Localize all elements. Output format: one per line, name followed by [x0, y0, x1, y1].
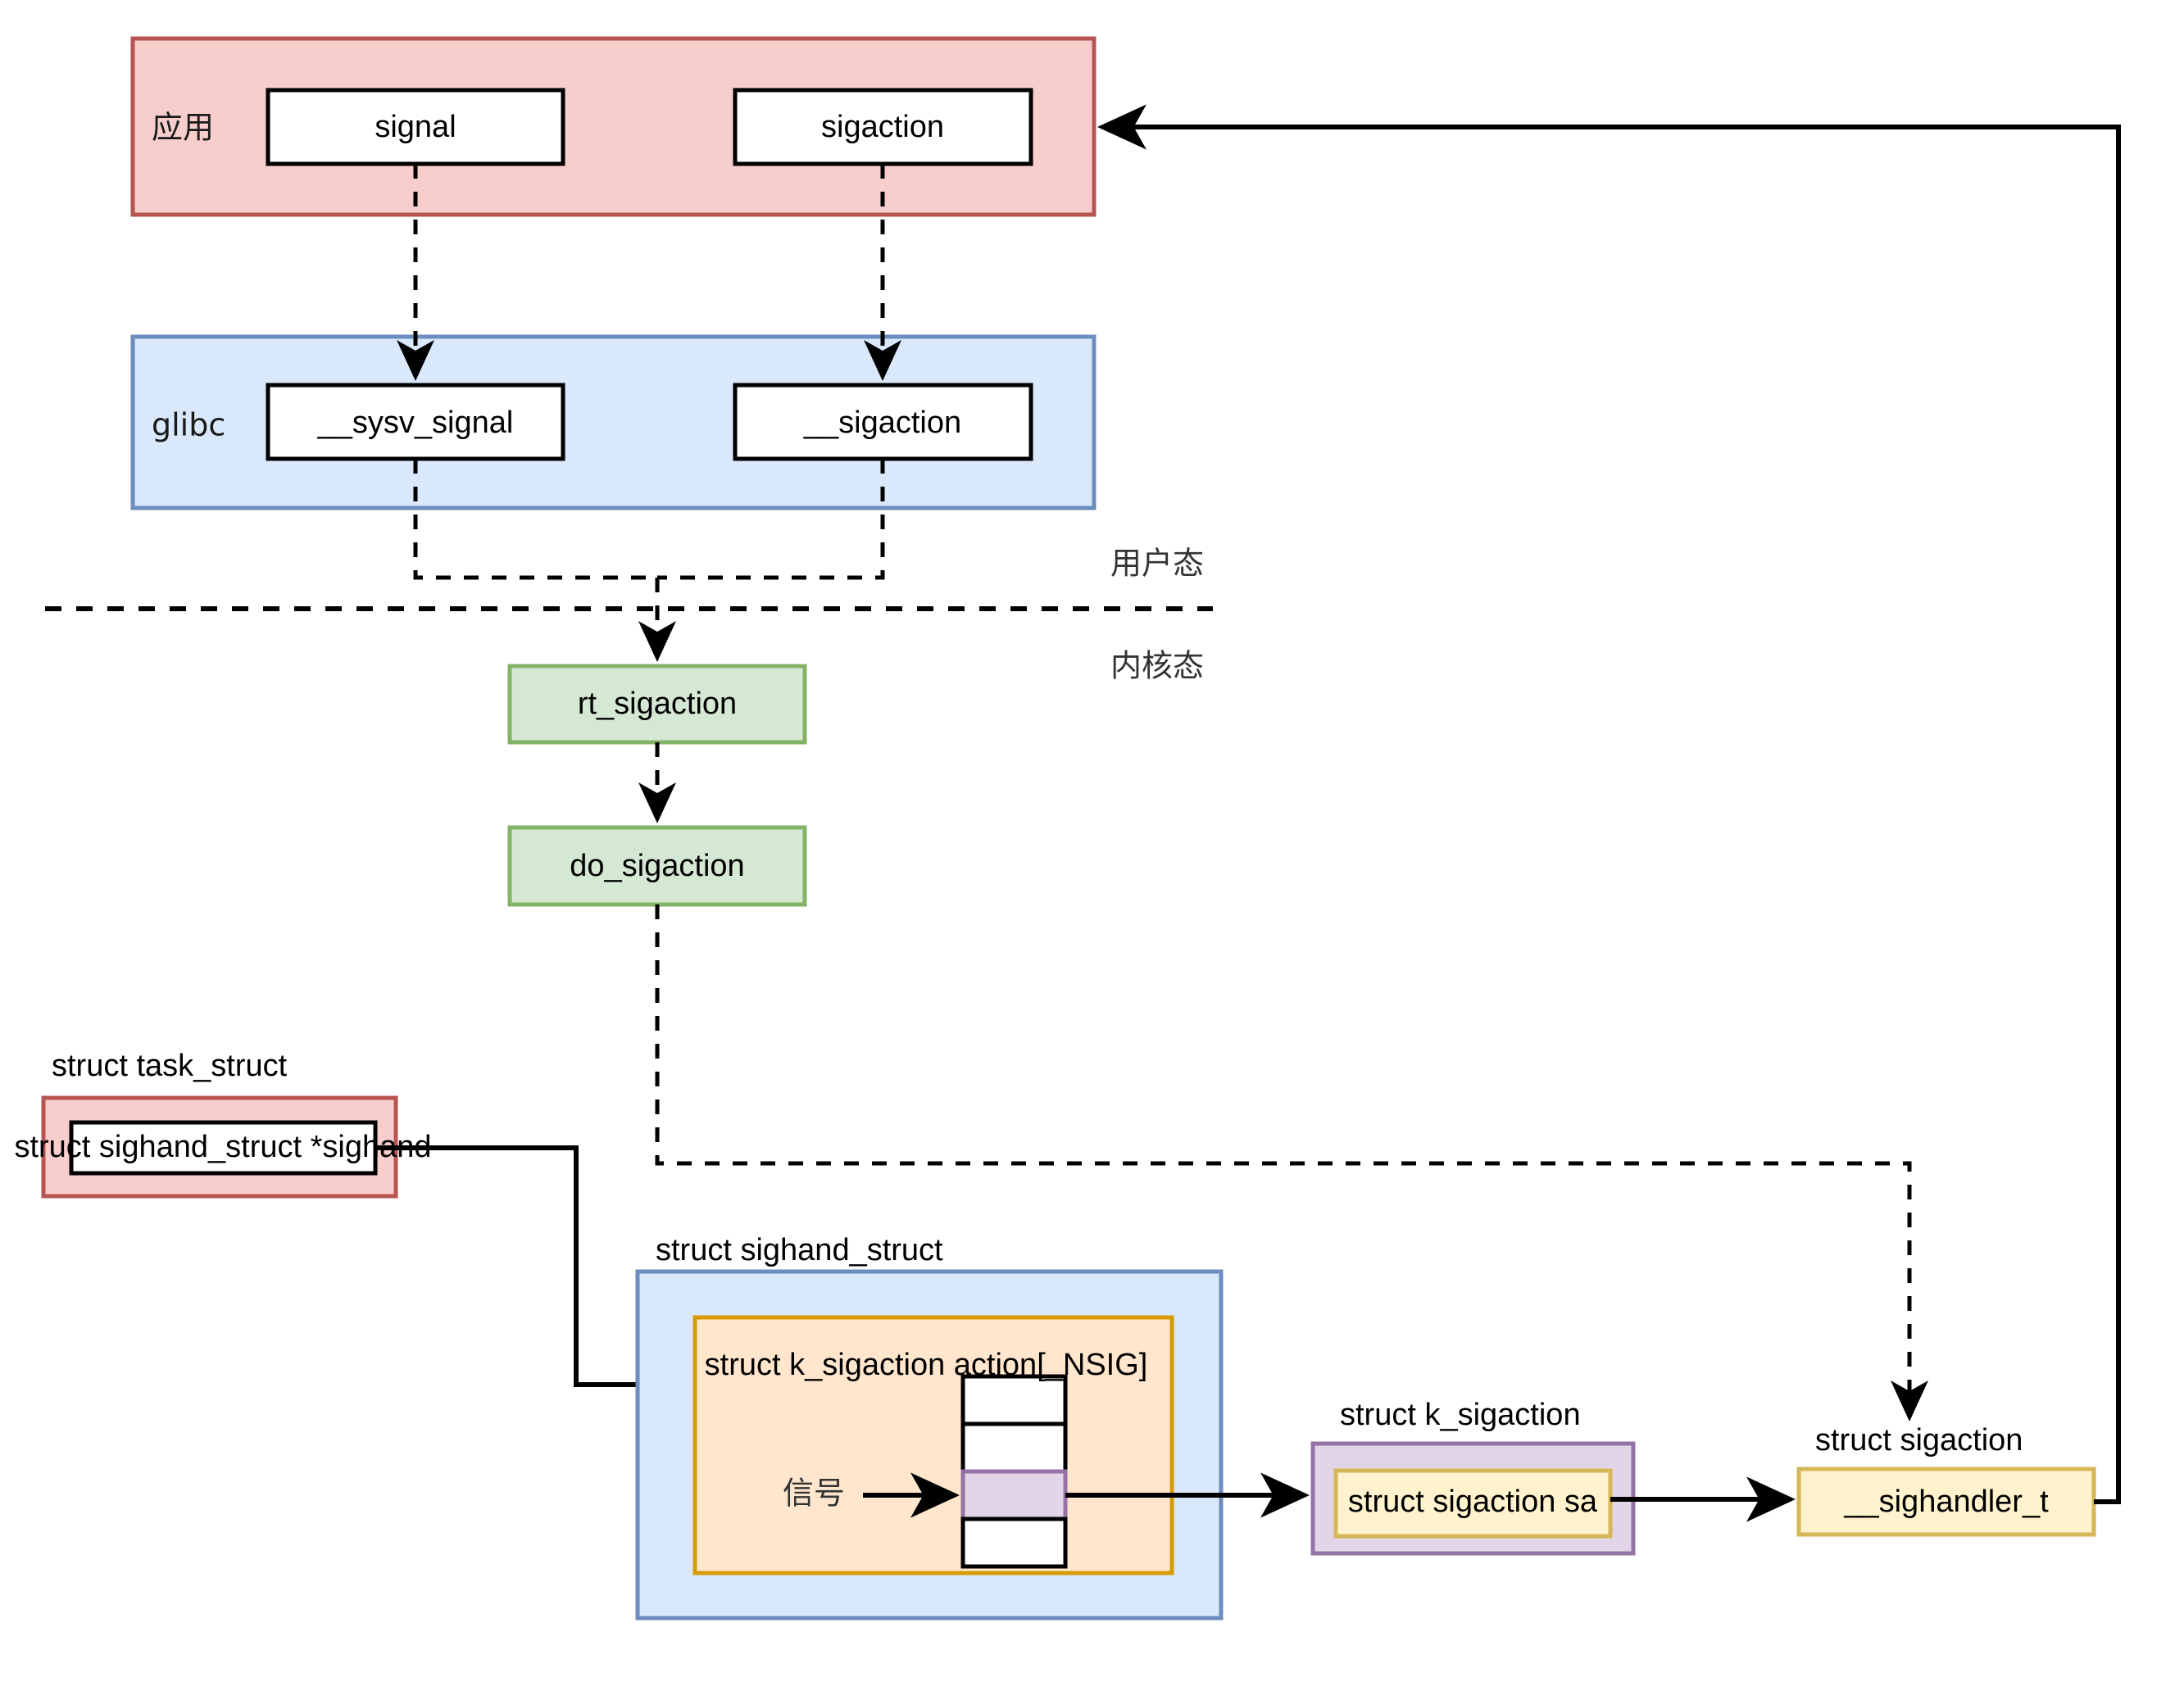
glibc-layer-label: glibc	[152, 407, 225, 443]
action-array-cell-1[interactable]	[960, 1421, 1068, 1474]
box-sysv-signal-label: __sysv_signal	[317, 406, 514, 440]
box-rt-sigaction-label: rt_sigaction	[578, 687, 737, 721]
task-struct-caption: struct task_struct	[52, 1049, 288, 1083]
k-sigaction-sa-label: struct sigaction sa	[1348, 1485, 1598, 1519]
arrow-sighand-to-sighand-struct	[375, 1145, 690, 1408]
sigaction-struct-container[interactable]	[1796, 1467, 2096, 1537]
box-sigaction-label: sigaction	[821, 110, 944, 144]
action-array-cell-3[interactable]	[960, 1517, 1068, 1569]
box-__sigaction[interactable]	[733, 383, 1033, 461]
box-do-sigaction-label: do_sigaction	[570, 849, 744, 883]
signal-index-label: 信号	[783, 1476, 845, 1512]
user-mode-label: 用户态	[1110, 546, 1204, 582]
sigaction-struct-caption: struct sigaction	[1815, 1423, 2023, 1458]
sighandler-t-label: __sighandler_t	[1843, 1485, 2049, 1519]
arrow-sighandler-return-to-app	[1097, 104, 2121, 1504]
arrow-__sigaction-to-rt-sigaction	[657, 459, 885, 580]
action-array-cell-0[interactable]	[960, 1374, 1068, 1426]
box-__sigaction-label: __sigaction	[803, 406, 961, 440]
arrow-sysv-signal-to-rt-sigaction	[413, 459, 657, 580]
action-array-cell-2[interactable]	[960, 1469, 1068, 1521]
sighand-struct-caption: struct sighand_struct	[656, 1233, 943, 1267]
task-struct-sighand-label: struct sighand_struct *sighand	[14, 1130, 431, 1164]
box-signal-label: signal	[375, 110, 456, 144]
k-sigaction-caption: struct k_sigaction	[1340, 1398, 1581, 1432]
action-array-label: struct k_sigaction action[_NSIG]	[705, 1348, 1148, 1382]
k-sigaction-sa-field[interactable]	[1333, 1468, 1613, 1539]
action-array-container	[692, 1315, 1174, 1575]
box-do-sigaction[interactable]	[507, 825, 807, 907]
app-layer-label: 应用	[152, 110, 214, 146]
task-struct-sighand-field[interactable]	[69, 1120, 378, 1176]
kernel-mode-label: 内核态	[1110, 648, 1204, 684]
